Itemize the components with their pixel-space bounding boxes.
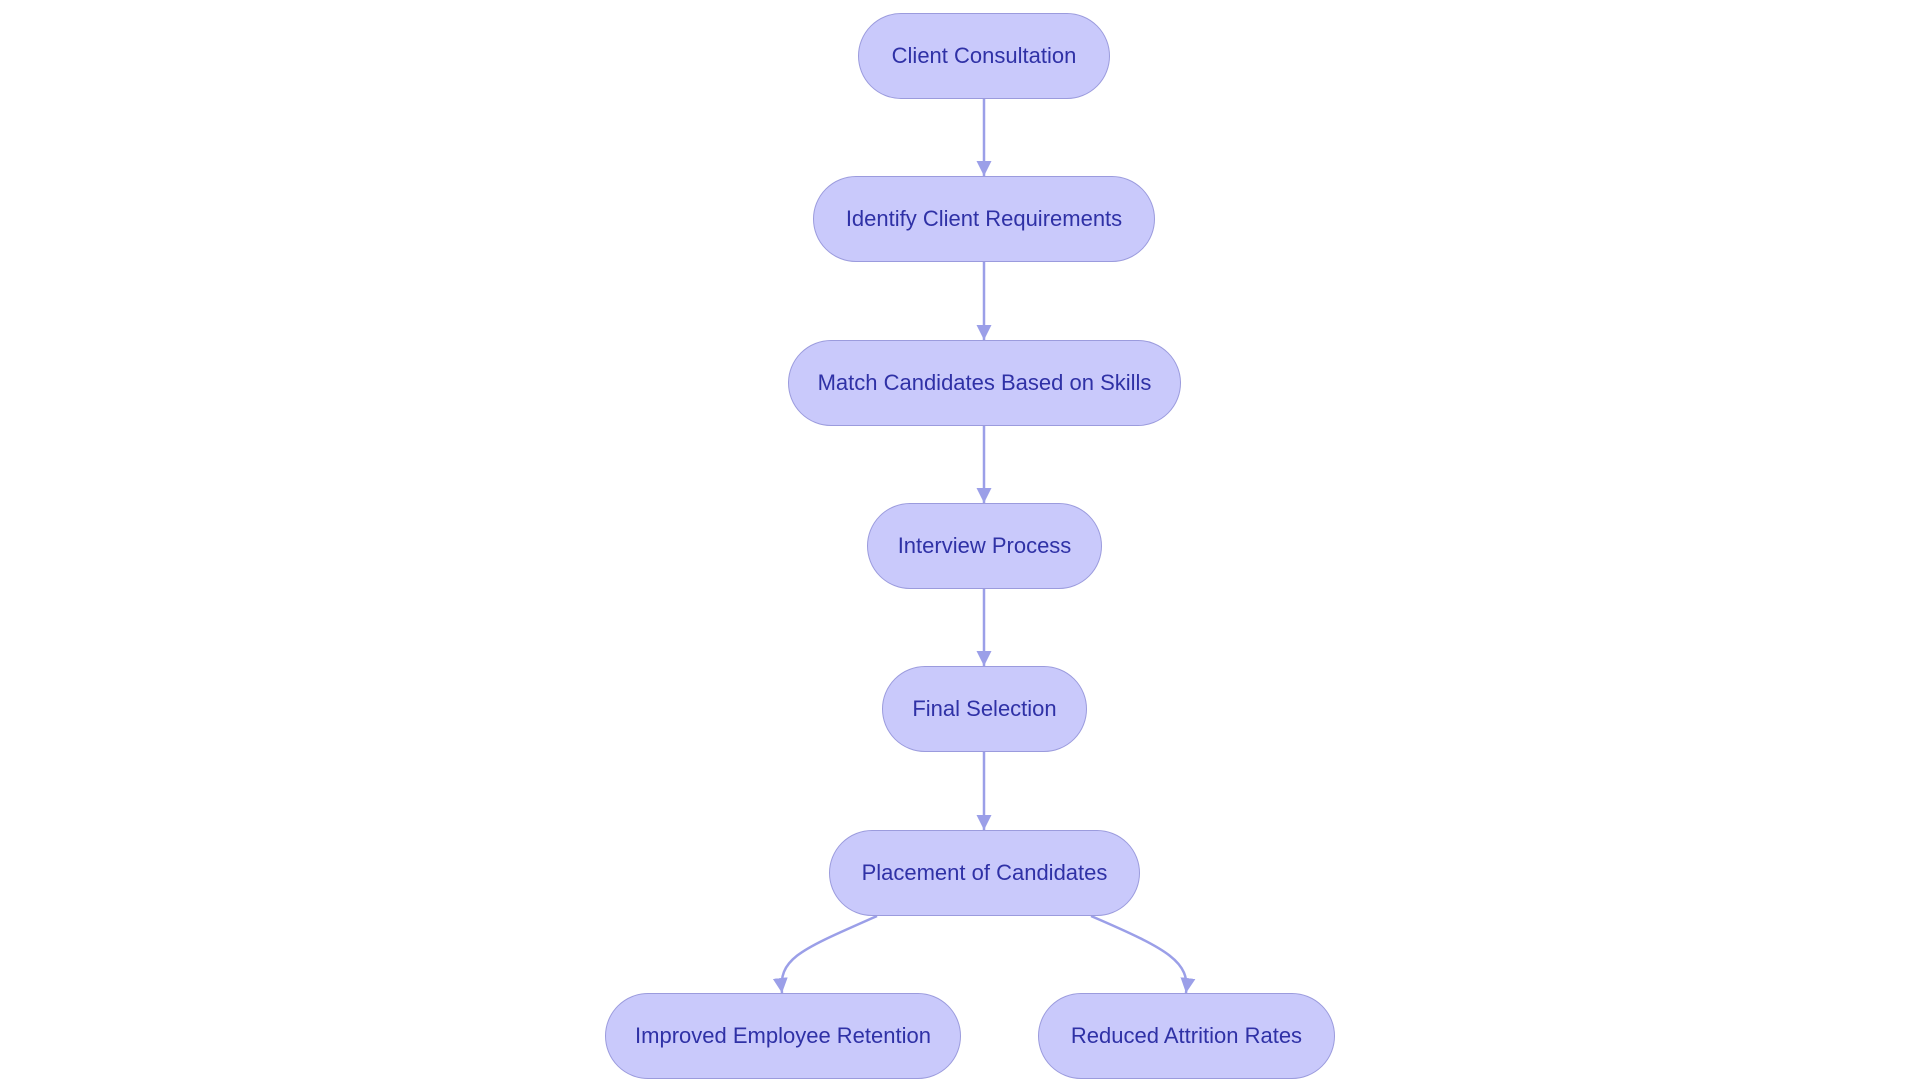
node-label: Reduced Attrition Rates [1070,1023,1303,1048]
node-client-consultation: Client Consultation [858,13,1110,99]
node-label: Client Consultation [891,43,1077,68]
node-label: Identify Client Requirements [845,206,1123,231]
node-label: Final Selection [912,696,1057,721]
node-label: Match Candidates Based on Skills [817,370,1152,395]
node-reduced-attrition-rates: Reduced Attrition Rates [1038,993,1335,1079]
node-label: Interview Process [897,533,1072,558]
node-interview-process: Interview Process [867,503,1102,589]
node-placement-of-candidates: Placement of Candidates [829,830,1140,916]
node-label: Improved Employee Retention [635,1023,931,1048]
edge-placement-to-attrition [1090,914,1196,994]
edge-placement-to-retention [772,914,878,994]
node-improved-employee-retention: Improved Employee Retention [605,993,961,1079]
node-label: Placement of Candidates [861,860,1108,885]
node-identify-client-requirements: Identify Client Requirements [813,176,1155,262]
node-match-candidates: Match Candidates Based on Skills [788,340,1181,426]
node-final-selection: Final Selection [882,666,1087,752]
